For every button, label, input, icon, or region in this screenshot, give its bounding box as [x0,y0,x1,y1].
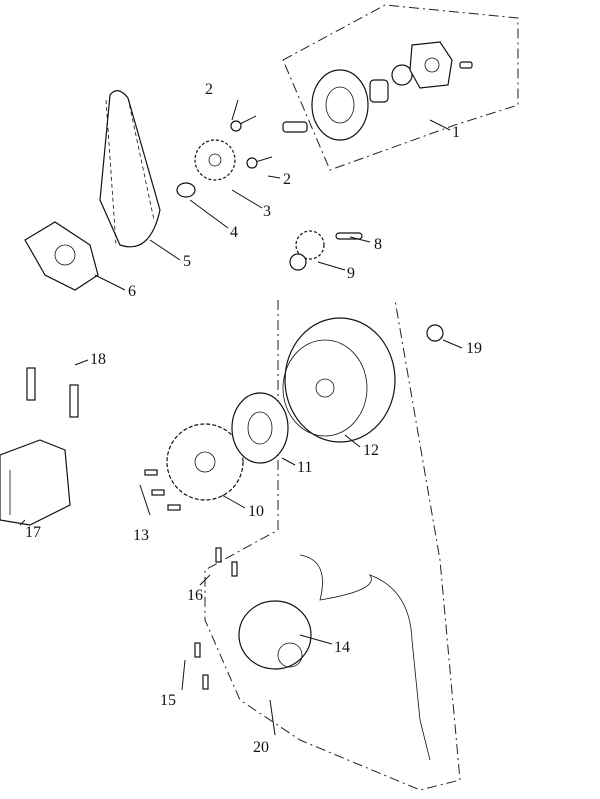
callout-2a: 2 [205,81,213,98]
nut-19 [426,324,444,342]
clutch-11 [231,392,289,464]
callout-12: 12 [363,442,379,459]
callout-1: 1 [452,124,460,141]
callout-9: 9 [347,265,355,282]
callout-11: 11 [297,459,312,476]
screws-15 [194,642,209,690]
callout-6: 6 [128,283,136,300]
pin-8 [335,232,363,240]
stator-14 [238,600,312,670]
plate-6 [24,221,99,291]
callout-20: 20 [253,739,269,756]
callout-3: 3 [263,203,271,220]
callout-10: 10 [248,503,264,520]
screws-16 [215,547,238,577]
oil-pump-assembly [282,41,473,141]
callout-2b: 2 [283,171,291,188]
callout-4: 4 [230,224,238,241]
group-boundary-20 [204,299,461,791]
callout-13: 13 [133,527,149,544]
chain-5 [99,90,161,248]
bolt-2a [230,115,257,132]
harness-20 [299,554,431,761]
callout-18: 18 [90,351,106,368]
callout-17: 17 [25,524,41,541]
callout-15: 15 [160,692,176,709]
callout-5: 5 [183,253,191,270]
screws-13 [144,469,181,511]
callout-19: 19 [466,340,482,357]
callout-16: 16 [187,587,203,604]
flywheel-12 [282,317,396,443]
circlip-4 [176,182,196,198]
callout-14: 14 [334,639,350,656]
starter-gear-10 [166,423,244,501]
bolt-2b [246,156,273,169]
callout-8: 8 [374,236,382,253]
sprocket-3 [194,139,236,181]
group-boundary-1 [282,4,519,171]
leader-lines [19,99,463,736]
bolts-18 [26,367,79,418]
gear-9 [289,230,325,271]
starter-motor-17 [0,439,71,526]
